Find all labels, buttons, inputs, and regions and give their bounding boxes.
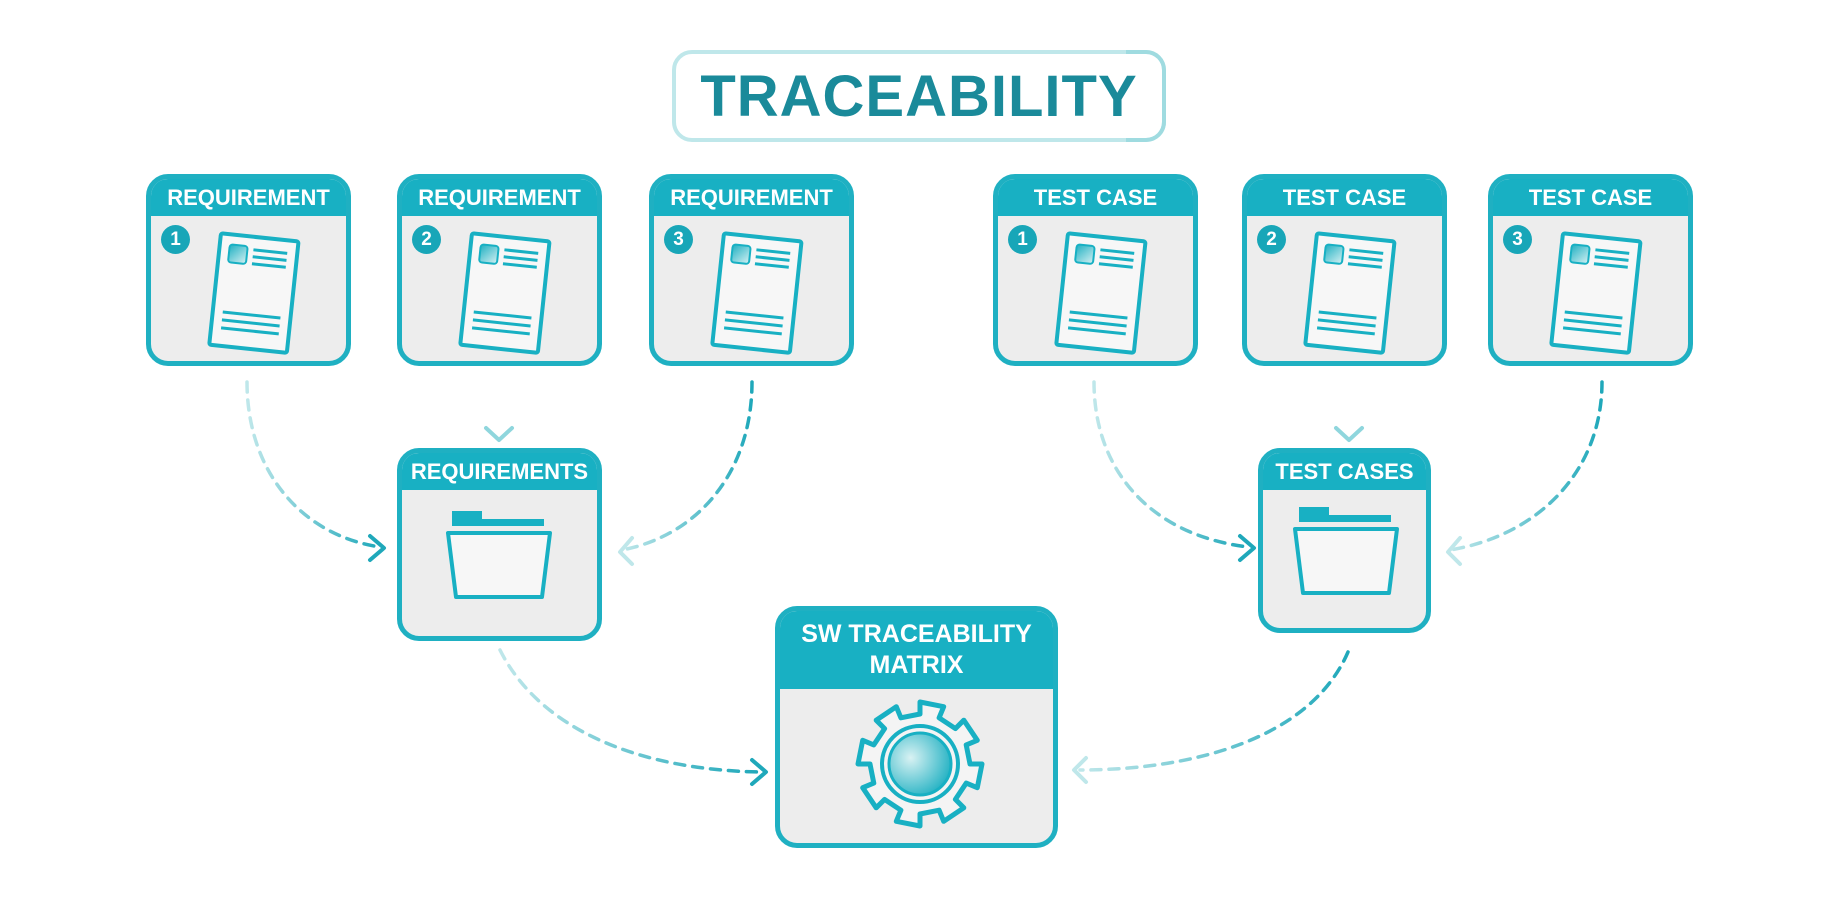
- connector-req1-to-folder: [245, 380, 382, 549]
- number-badge: 3: [1503, 225, 1532, 254]
- matrix-title-line1: SW TRACEABILITY: [801, 620, 1032, 648]
- card-header: REQUIREMENT: [402, 179, 597, 216]
- document-icon: [458, 231, 552, 355]
- gear-icon: [855, 699, 985, 829]
- arrowhead-tc1: [1238, 534, 1256, 562]
- card-header: REQUIREMENTS: [402, 453, 597, 490]
- arrowhead-req1: [368, 534, 386, 562]
- requirement-card-2: REQUIREMENT 2: [397, 174, 602, 366]
- number-badge: 1: [161, 225, 190, 254]
- card-header: TEST CASE: [1247, 179, 1442, 216]
- card-header: TEST CASES: [1263, 453, 1426, 490]
- page-title: TRACEABILITY: [700, 63, 1138, 129]
- folder-icon: [1293, 507, 1399, 595]
- number-badge: 3: [664, 225, 693, 254]
- document-icon: [710, 231, 804, 355]
- requirement-card-3: REQUIREMENT 3: [649, 174, 854, 366]
- title-box: TRACEABILITY: [672, 50, 1166, 142]
- arrowhead-tc2: [1334, 426, 1364, 442]
- number-badge: 2: [412, 225, 441, 254]
- connector-tc3-to-folder: [1448, 380, 1604, 552]
- arrowhead-matrix-right: [1072, 756, 1088, 784]
- number-badge: 2: [1257, 225, 1286, 254]
- document-icon: [1054, 231, 1148, 355]
- arrowhead-tc3: [1446, 536, 1462, 566]
- requirement-card-1: REQUIREMENT 1: [146, 174, 351, 366]
- card-header: REQUIREMENT: [151, 179, 346, 216]
- matrix-title-line2: MATRIX: [869, 651, 964, 679]
- traceability-matrix-card: SW TRACEABILITY MATRIX: [775, 606, 1058, 848]
- test-case-card-3: TEST CASE 3: [1488, 174, 1693, 366]
- arrowhead-req2: [484, 426, 514, 442]
- connector-tc1-to-folder: [1092, 380, 1250, 549]
- card-header: TEST CASE: [998, 179, 1193, 216]
- document-icon: [1303, 231, 1397, 355]
- card-header: TEST CASE: [1493, 179, 1688, 216]
- test-case-card-1: TEST CASE 1: [993, 174, 1198, 366]
- card-header: SW TRACEABILITY MATRIX: [780, 611, 1053, 689]
- connector-reqfolder-to-matrix: [498, 648, 762, 774]
- folder-icon: [446, 511, 552, 599]
- test-cases-folder-card: TEST CASES: [1258, 448, 1431, 633]
- card-header: REQUIREMENT: [654, 179, 849, 216]
- test-case-card-2: TEST CASE 2: [1242, 174, 1447, 366]
- document-icon: [1549, 231, 1643, 355]
- number-badge: 1: [1008, 225, 1037, 254]
- document-icon: [207, 231, 301, 355]
- arrowhead-matrix-left: [750, 758, 768, 786]
- arrowhead-req3: [618, 536, 634, 566]
- connector-tcfolder-to-matrix: [1078, 650, 1350, 772]
- requirements-folder-card: REQUIREMENTS: [397, 448, 602, 641]
- connector-req3-to-folder: [620, 380, 754, 552]
